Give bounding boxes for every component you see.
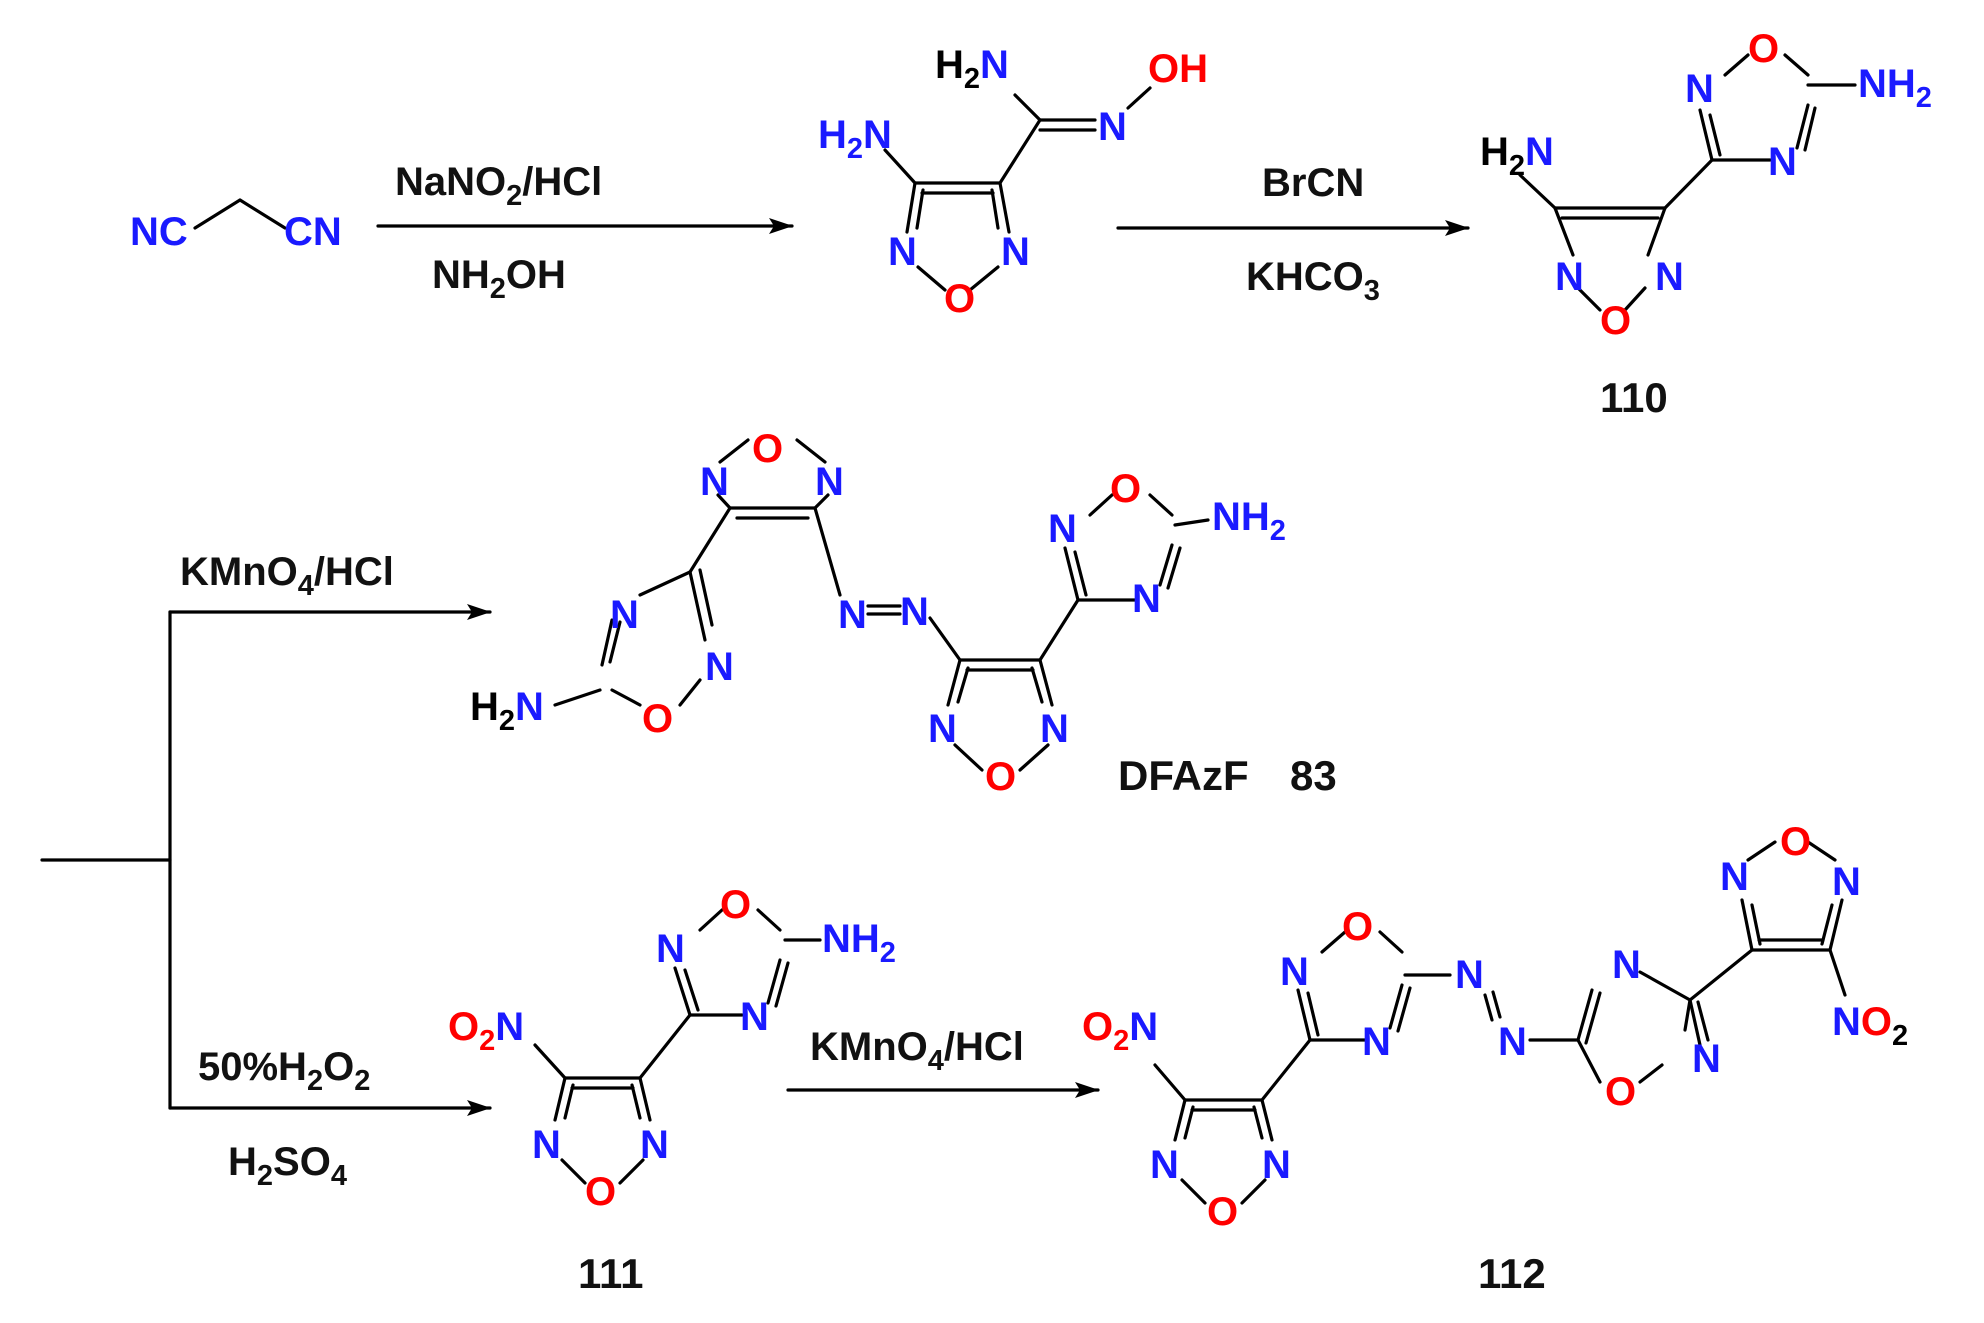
svg-text:H2N: H2N: [1480, 130, 1554, 182]
svg-text:N: N: [1655, 255, 1684, 299]
svg-text:N: N: [1362, 1020, 1391, 1064]
reagent-nh2oh: NH2OH: [432, 253, 566, 305]
svg-text:H2N: H2N: [470, 685, 544, 737]
svg-text:N: N: [656, 927, 685, 971]
svg-text:N: N: [1685, 67, 1714, 111]
reaction-step-1: NaNO2/HCl NH2OH: [376, 160, 794, 305]
compound-110-structure: N N O H2N N N O NH2: [1480, 27, 1932, 343]
svg-text:NH2: NH2: [1858, 62, 1932, 114]
svg-text:NH2: NH2: [822, 917, 896, 969]
svg-text:N: N: [838, 593, 867, 637]
svg-text:N: N: [928, 707, 957, 751]
compound-111-structure: N N O O2N N N O NH2: [448, 883, 896, 1214]
svg-text:N: N: [1768, 140, 1797, 184]
atom-cn: CN: [284, 210, 342, 254]
svg-text:NH2: NH2: [1212, 495, 1286, 547]
svg-text:N: N: [1692, 1037, 1721, 1081]
reagent-h2o2: 50%H2O2: [198, 1045, 370, 1097]
svg-text:O: O: [1207, 1190, 1238, 1234]
svg-text:N: N: [700, 460, 729, 504]
svg-text:O: O: [1600, 299, 1631, 343]
svg-text:N: N: [1498, 1020, 1527, 1064]
svg-text:H2N: H2N: [818, 113, 892, 165]
reagent-kmno4-hcl-2: KMnO4/HCl: [810, 1025, 1024, 1077]
svg-text:N: N: [1040, 707, 1069, 751]
svg-text:N: N: [1048, 507, 1077, 551]
svg-text:O: O: [985, 755, 1016, 799]
svg-text:O: O: [1780, 820, 1811, 864]
reagent-nano2-hcl: NaNO2/HCl: [395, 160, 602, 212]
svg-text:N: N: [1001, 230, 1030, 274]
svg-text:N: N: [610, 593, 639, 637]
reagent-h2so4: H2SO4: [228, 1140, 347, 1192]
compound-83-dfazf-structure: N N O N N O H2N N N N N O: [470, 427, 1286, 799]
svg-text:N: N: [1132, 577, 1161, 621]
label-compound-111: 111: [578, 1250, 643, 1297]
svg-text:O: O: [944, 277, 975, 321]
reaction-step-3: KMnO4/HCl: [168, 550, 492, 620]
branch-connector: [40, 610, 172, 1110]
svg-text:N: N: [705, 645, 734, 689]
svg-text:O: O: [720, 883, 751, 927]
svg-text:N: N: [1150, 1143, 1179, 1187]
svg-text:N: N: [815, 460, 844, 504]
svg-text:O: O: [1110, 467, 1141, 511]
svg-text:N: N: [888, 230, 917, 274]
svg-text:N: N: [1455, 953, 1484, 997]
svg-text:O: O: [1748, 27, 1779, 71]
svg-text:O: O: [1342, 905, 1373, 949]
reaction-step-2: BrCN KHCO3: [1116, 161, 1470, 307]
svg-text:O2N: O2N: [1082, 1005, 1158, 1057]
svg-text:OH: OH: [1148, 47, 1208, 91]
label-dfazf: DFAzF: [1118, 752, 1249, 799]
label-compound-112: 112: [1478, 1250, 1546, 1297]
svg-text:N: N: [1555, 255, 1584, 299]
malononitrile-structure: NC CN: [130, 198, 342, 254]
svg-text:N: N: [640, 1123, 669, 1167]
svg-text:N: N: [1832, 860, 1861, 904]
reagent-khco3: KHCO3: [1246, 255, 1380, 307]
reaction-step-5: KMnO4/HCl: [786, 1025, 1100, 1098]
svg-text:O: O: [642, 697, 673, 741]
label-compound-83: 83: [1290, 752, 1337, 799]
svg-text:N: N: [900, 590, 929, 634]
label-compound-110: 110: [1600, 374, 1668, 421]
svg-text:H2N: H2N: [935, 43, 1009, 95]
svg-text:N: N: [1262, 1143, 1291, 1187]
atom-nc: NC: [130, 210, 188, 254]
svg-text:N: N: [532, 1123, 561, 1167]
svg-text:O: O: [1605, 1070, 1636, 1114]
svg-text:N: N: [1098, 105, 1127, 149]
reaction-step-4: 50%H2O2 H2SO4: [168, 1045, 492, 1192]
svg-text:N: N: [1280, 950, 1309, 994]
reagent-brcn: BrCN: [1262, 161, 1364, 205]
reagent-kmno4-hcl-1: KMnO4/HCl: [180, 550, 394, 602]
svg-text:O: O: [752, 427, 783, 471]
svg-text:N: N: [740, 995, 769, 1039]
svg-text:N: N: [1612, 943, 1641, 987]
svg-text:O: O: [585, 1170, 616, 1214]
svg-text:N: N: [1720, 855, 1749, 899]
amidoxime-intermediate-structure: N N O H2N H2N N OH: [818, 43, 1208, 321]
compound-112-structure: N N O O2N N N O N N N N O: [1082, 820, 1908, 1234]
svg-text:O2N: O2N: [448, 1005, 524, 1057]
svg-text:NO2: NO2: [1832, 1000, 1908, 1052]
